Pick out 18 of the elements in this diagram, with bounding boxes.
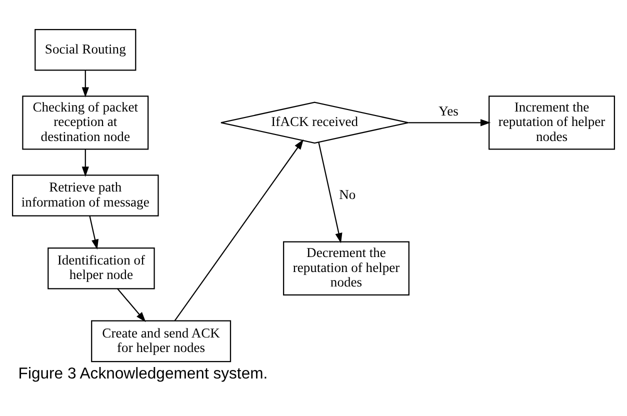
node-box: Create and send ACK for helper nodes: [91, 320, 232, 362]
node-box: Social Routing: [34, 28, 136, 70]
node-box: Identification of helper node: [48, 246, 155, 289]
node-box: Increment the reputation of helper nodes: [488, 95, 615, 150]
node-box: Decrement the reputation of helper nodes: [283, 240, 410, 295]
arrow: [82, 70, 89, 97]
node-box: Retrieve path information of message: [12, 174, 159, 216]
node-diamond: IfACK received: [220, 101, 409, 144]
arrow: [408, 118, 491, 126]
arrow: [174, 138, 304, 321]
arrow: [82, 148, 89, 176]
edge-label: No: [339, 186, 356, 202]
arrow: [89, 215, 99, 250]
caption: Figure 3 Acknowledgement system.: [18, 365, 268, 382]
arrow: [117, 288, 146, 322]
arrow: [318, 142, 342, 243]
edge-label: Yes: [438, 102, 458, 118]
node-box: Checking of packet reception at destination node: [22, 95, 149, 150]
